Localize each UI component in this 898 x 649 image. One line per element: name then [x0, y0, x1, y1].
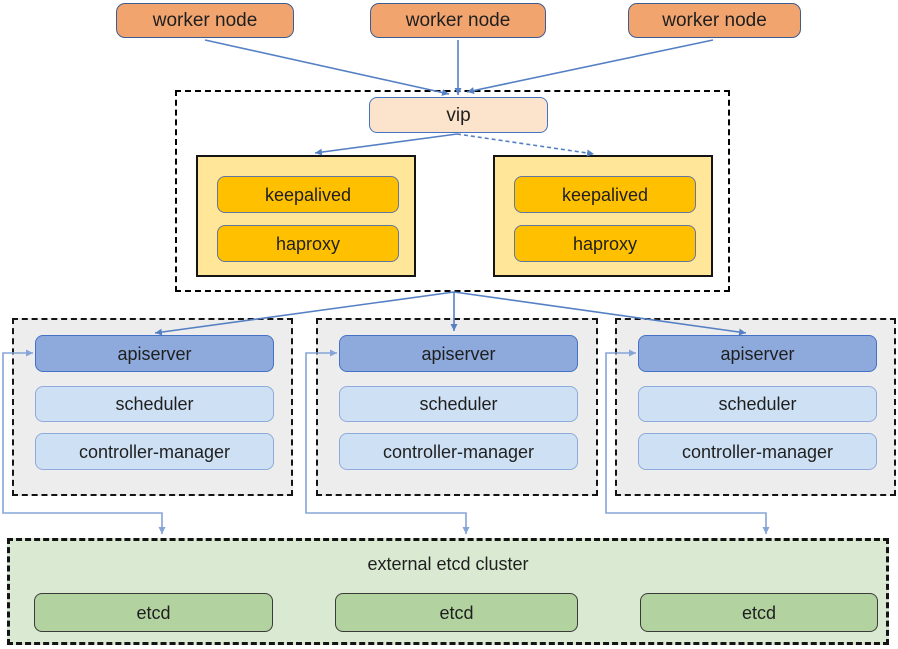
master-node-1: apiserver scheduler controller-manager [12, 318, 293, 496]
apiserver-box-2: apiserver [339, 335, 578, 372]
scheduler-label-2: scheduler [419, 394, 498, 414]
apiserver-label-3: apiserver [720, 343, 795, 364]
vip-label: vip [446, 104, 471, 126]
apiserver-label-1: apiserver [117, 343, 192, 364]
haproxy-box-1: haproxy [217, 225, 399, 262]
haproxy-label-2: haproxy [572, 233, 638, 254]
haproxy-label-1: haproxy [275, 233, 341, 254]
controller-manager-label-2: controller-manager [382, 441, 535, 462]
worker-node-2: worker node [370, 3, 546, 38]
etcd-label-3: etcd [741, 602, 777, 623]
controller-manager-label-1: controller-manager [78, 441, 231, 462]
etcd-box-2: etcd [335, 593, 578, 632]
scheduler-box-2: scheduler [339, 386, 578, 422]
etcd-cluster-title: external etcd cluster [367, 554, 529, 574]
keepalived-label-2: keepalived [561, 184, 649, 205]
worker-node-1-label: worker node [152, 10, 258, 31]
arrow-worker1-vip [204, 39, 450, 96]
etcd-label-1: etcd [136, 602, 171, 623]
haproxy-box-2: haproxy [514, 225, 696, 262]
scheduler-box-3: scheduler [638, 386, 877, 422]
lb-node-1: keepalived haproxy [196, 155, 416, 277]
controller-manager-box-1: controller-manager [35, 433, 274, 470]
keepalived-label-1: keepalived [264, 184, 352, 205]
ha-loadbalancer-container [175, 90, 730, 292]
controller-manager-label-3: controller-manager [681, 441, 834, 462]
worker-node-3-label: worker node [662, 10, 767, 31]
apiserver-box-1: apiserver [35, 335, 274, 372]
worker-node-3: worker node [628, 3, 801, 38]
keepalived-box-2: keepalived [514, 176, 696, 213]
lb-node-2: keepalived haproxy [493, 155, 713, 277]
master-node-3: apiserver scheduler controller-manager [615, 318, 896, 496]
etcd-label-2: etcd [439, 602, 474, 623]
controller-manager-box-3: controller-manager [638, 433, 877, 470]
apiserver-label-2: apiserver [421, 343, 496, 364]
keepalived-box-1: keepalived [217, 176, 399, 213]
arrow-worker3-vip [466, 39, 714, 94]
controller-manager-box-2: controller-manager [339, 433, 578, 470]
scheduler-label-1: scheduler [115, 394, 194, 414]
apiserver-box-3: apiserver [638, 335, 877, 372]
master-node-2: apiserver scheduler controller-manager [316, 318, 598, 496]
etcd-box-3: etcd [640, 593, 878, 632]
external-etcd-cluster: external etcd cluster etcd etcd etcd [7, 538, 889, 645]
scheduler-label-3: scheduler [718, 394, 797, 414]
scheduler-box-1: scheduler [35, 386, 274, 422]
worker-node-2-label: worker node [405, 10, 511, 31]
vip-box: vip [369, 97, 548, 133]
etcd-box-1: etcd [34, 593, 273, 632]
worker-node-1: worker node [116, 3, 294, 38]
